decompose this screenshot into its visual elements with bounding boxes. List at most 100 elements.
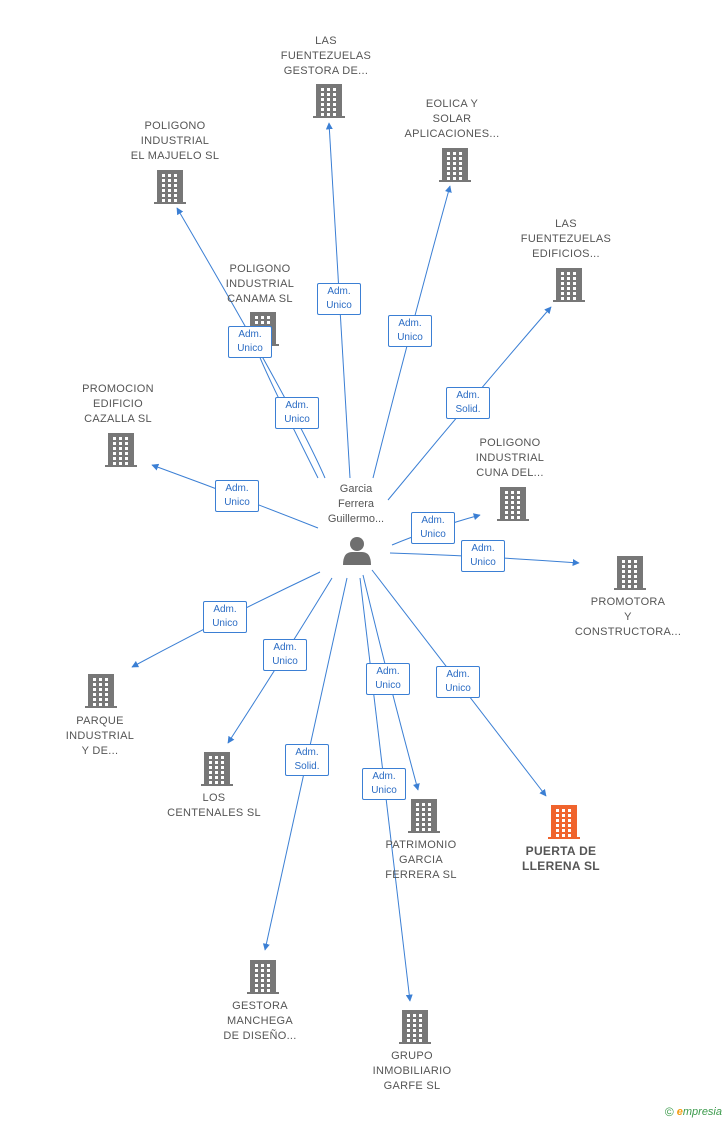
building-icon[interactable] — [399, 1010, 431, 1044]
company-label-patrimonio-garcia-line: GARCIA — [399, 854, 443, 866]
company-label-las-fuentezuelas-edificios-line: FUENTEZUELAS — [520, 233, 612, 245]
role-label-puerta-de-llerena[interactable]: Adm. Unico — [436, 666, 480, 698]
company-label-grupo-inmobiliario-line: GARFE SL — [383, 1080, 441, 1092]
person-name-label-line: Garcia — [339, 483, 373, 495]
role-label-line: Adm. — [446, 669, 470, 680]
company-label-poligono-cuna-line: INDUSTRIAL — [475, 452, 545, 464]
role-label-line: Unico — [397, 332, 423, 343]
copyright-icon: © — [664, 1105, 674, 1119]
company-label-las-fuentezuelas-gestora-line: FUENTEZUELAS — [280, 50, 372, 62]
role-label-patrimonio-garcia[interactable]: Adm.Unico — [366, 663, 410, 695]
role-label-promotora-constructora[interactable]: Adm.Unico — [461, 540, 505, 572]
role-label-eolica-y-solar[interactable]: Adm. Unico — [388, 315, 432, 347]
company-label-gestora-manchega-line: GESTORA — [232, 1000, 288, 1012]
company-label-poligono-cuna-line: POLIGONO — [479, 437, 541, 449]
building-icon[interactable] — [154, 170, 186, 204]
company-label-promotora-constructora-line: CONSTRUCTORA... — [574, 626, 682, 638]
company-label-grupo-inmobiliario-line: INMOBILIARIO — [372, 1065, 452, 1077]
role-label-line: Unico — [272, 656, 298, 667]
building-icon[interactable] — [408, 799, 440, 833]
company-label-parque-industrial-line: PARQUE — [76, 715, 124, 727]
building-icon[interactable] — [548, 805, 580, 839]
role-label-line: Adm. — [327, 286, 351, 297]
role-label-line: Adm. — [421, 515, 445, 526]
building-icon[interactable] — [614, 556, 646, 590]
company-label-patrimonio-garcia[interactable]: PATRIMONIO GARCIA FERRERA SL — [356, 838, 486, 883]
company-label-parque-industrial-line: Y DE... — [81, 745, 119, 757]
person-name-label-line: Guillermo... — [327, 513, 385, 525]
company-label-eolica-y-solar-line: APLICACIONES... — [404, 128, 500, 140]
role-label-line: Adm. — [238, 329, 262, 340]
role-label-line: Solid. — [455, 404, 481, 415]
company-label-poligono-canama[interactable]: POLIGONO INDUSTRIAL CANAMA SL — [195, 262, 325, 307]
company-label-poligono-canama-line: POLIGONO — [229, 263, 291, 275]
role-label-line: Adm. — [285, 400, 309, 411]
building-icon[interactable] — [439, 148, 471, 182]
company-label-las-fuentezuelas-edificios-line: LAS — [555, 218, 577, 230]
role-label-line: Adm. — [295, 747, 319, 758]
role-label-line: Unico — [237, 343, 263, 354]
building-icon[interactable] — [553, 268, 585, 302]
company-label-las-fuentezuelas-gestora-line: GESTORA DE... — [283, 65, 369, 77]
role-label-parque-industrial[interactable]: Adm. Unico — [203, 601, 247, 633]
company-label-poligono-canama-line: CANAMA SL — [227, 293, 293, 305]
company-label-grupo-inmobiliario-line: GRUPO — [391, 1050, 433, 1062]
building-icon[interactable] — [201, 752, 233, 786]
company-label-gestora-manchega-line: MANCHEGA — [227, 1015, 293, 1027]
company-label-promotora-constructora-line: PROMOTORA — [590, 596, 666, 608]
company-label-poligono-el-majuelo-line: EL MAJUELO SL — [130, 150, 220, 162]
role-label-line: Adm. — [213, 604, 237, 615]
company-label-poligono-el-majuelo-line: INDUSTRIAL — [140, 135, 210, 147]
company-label-poligono-el-majuelo-line: POLIGONO — [144, 120, 206, 132]
company-label-patrimonio-garcia-line: PATRIMONIO — [385, 839, 457, 851]
copyright-footer: © empresia — [665, 1105, 722, 1119]
role-label-las-fuentezuelas-gestora[interactable]: Adm. Unico — [317, 283, 361, 315]
role-label-gestora-manchega[interactable]: Adm.Solid. — [285, 744, 329, 776]
role-label-line: Unico — [420, 529, 446, 540]
role-label-line: Unico — [212, 618, 238, 629]
company-label-poligono-canama-line: INDUSTRIAL — [225, 278, 295, 290]
building-icon[interactable] — [247, 960, 279, 994]
role-label-line: Unico — [445, 683, 471, 694]
role-label-grupo-inmobiliario[interactable]: Adm. Unico — [362, 768, 406, 800]
company-label-gestora-manchega-line: DE DISEÑO... — [223, 1030, 297, 1042]
company-label-gestora-manchega[interactable]: GESTORA MANCHEGA DE DISEÑO... — [195, 999, 325, 1044]
company-label-los-centenales-line: CENTENALES SL — [167, 807, 261, 819]
company-label-promocion-cazalla-line: CAZALLA SL — [84, 413, 152, 425]
role-label-los-centenales[interactable]: Adm.Unico — [263, 639, 307, 671]
role-label-las-fuentezuelas-edificios[interactable]: Adm.Solid. — [446, 387, 490, 419]
role-label-line: Unico — [371, 785, 397, 796]
company-label-patrimonio-garcia-line: FERRERA SL — [385, 869, 457, 881]
role-label-line: Adm. — [398, 318, 422, 329]
role-label-line: Adm. — [225, 483, 249, 494]
building-icon[interactable] — [497, 487, 529, 521]
role-label-line: Unico — [224, 497, 250, 508]
person-icon[interactable] — [343, 537, 371, 565]
edge-poligono-el-majuelo — [176, 207, 326, 479]
role-label-poligono-canama[interactable]: Adm. Unico — [228, 326, 272, 358]
building-icon[interactable] — [105, 433, 137, 467]
role-label-line: Unico — [375, 680, 401, 691]
role-label-line: Adm. — [372, 771, 396, 782]
company-label-poligono-el-majuelo[interactable]: POLIGONO INDUSTRIAL EL MAJUELO SL — [110, 119, 240, 164]
role-label-line: Unico — [326, 300, 352, 311]
building-icon[interactable] — [313, 84, 345, 118]
company-label-grupo-inmobiliario[interactable]: GRUPO INMOBILIARIO GARFE SL — [347, 1049, 477, 1094]
brand-logo[interactable]: empresia — [676, 1106, 722, 1118]
role-label-poligono-cuna[interactable]: Adm. Unico — [411, 512, 455, 544]
building-icon[interactable] — [85, 674, 117, 708]
role-label-promocion-cazalla[interactable]: Adm. Unico — [215, 480, 259, 512]
role-label-poligono-el-majuelo[interactable]: Adm.Unico — [275, 397, 319, 429]
company-label-promocion-cazalla-line: PROMOCION — [82, 383, 154, 395]
